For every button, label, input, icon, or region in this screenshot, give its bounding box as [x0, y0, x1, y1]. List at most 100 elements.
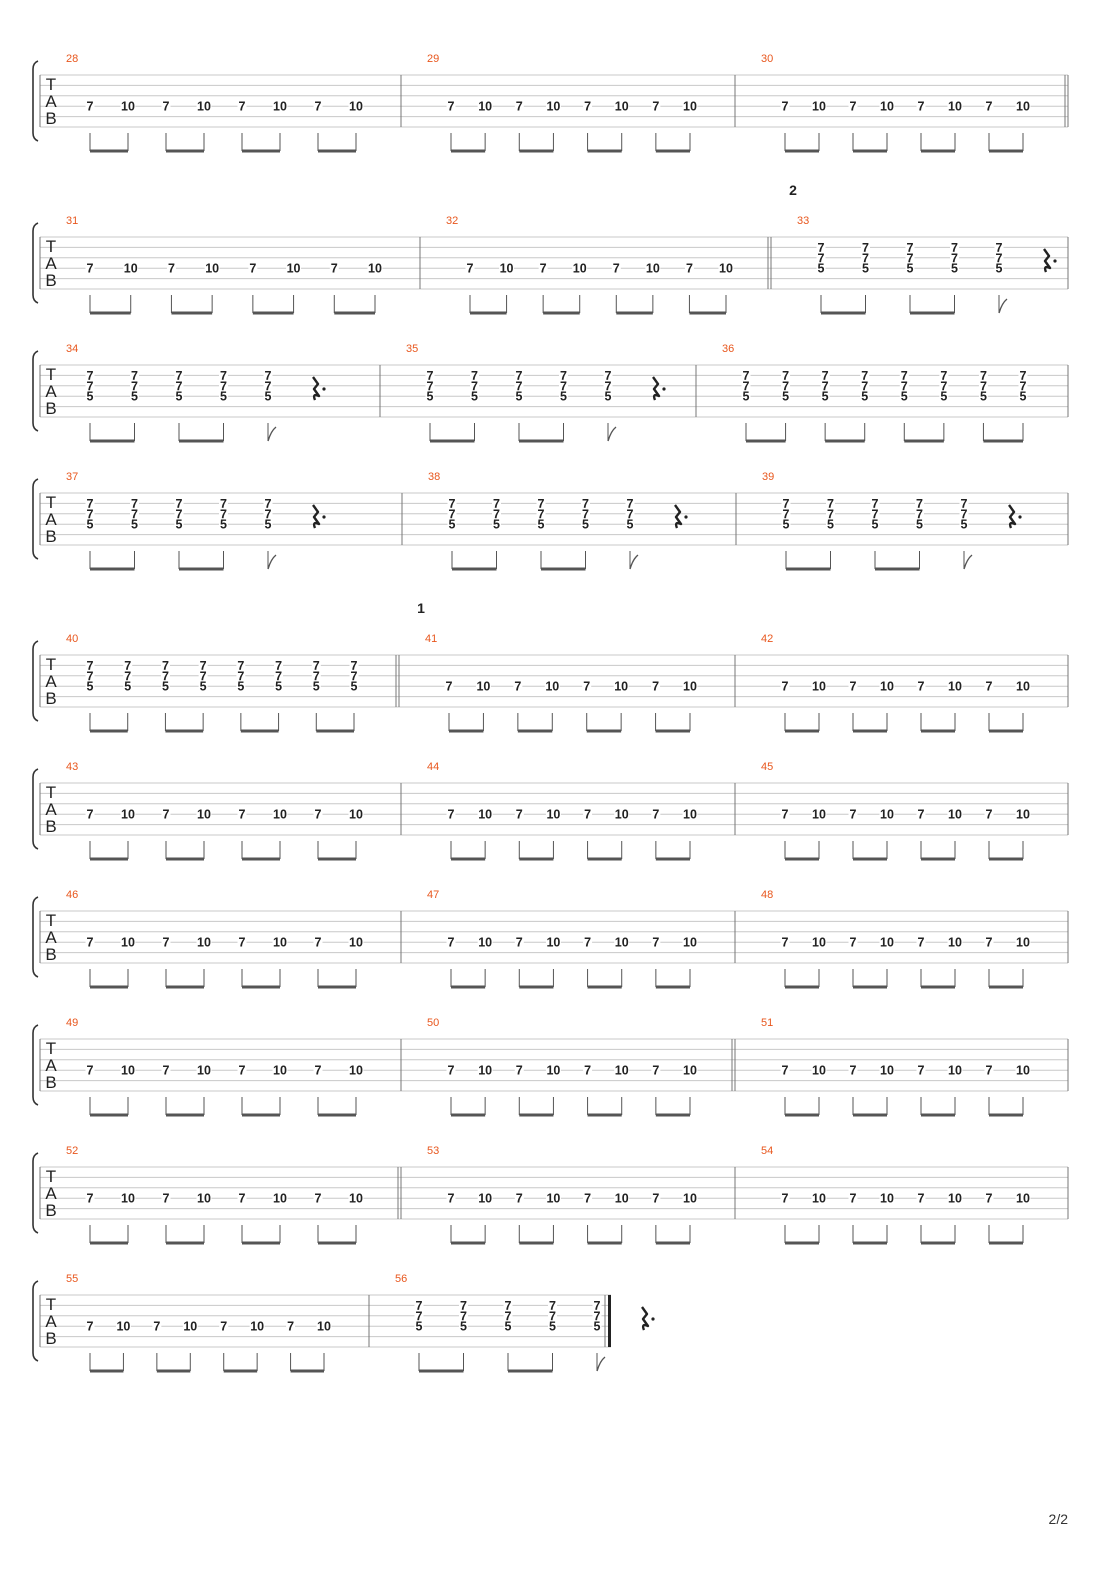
fret-knockout — [85, 936, 95, 949]
fret-number: 10 — [880, 680, 894, 694]
measure-number: 31 — [66, 215, 78, 227]
section-marker: 1 — [417, 600, 425, 616]
fret-number: 7 — [986, 100, 993, 114]
fret-knockout — [470, 369, 479, 382]
fret-knockout — [916, 100, 926, 113]
rest-dot — [1018, 515, 1022, 519]
fret-number: 7 — [516, 100, 523, 114]
tab-clef-letter: A — [45, 928, 57, 947]
measure-number: 54 — [761, 1145, 773, 1157]
fret-knockout — [85, 808, 95, 821]
tab-clef-letter: B — [45, 1329, 56, 1348]
fret-number: 7 — [613, 262, 620, 276]
fret-number: 5 — [980, 390, 987, 404]
fret-number: 5 — [783, 518, 790, 532]
fret-number: 10 — [1016, 100, 1030, 114]
fret-number: 10 — [197, 100, 211, 114]
fret-knockout — [123, 680, 133, 693]
fret-knockout — [916, 1192, 926, 1205]
fret-number: 7 — [627, 507, 634, 521]
fret-number: 7 — [594, 1299, 601, 1313]
fret-number: 5 — [743, 390, 750, 404]
fret-number: 7 — [315, 1192, 322, 1206]
fret-number: 7 — [652, 808, 659, 822]
fret-number: 7 — [315, 808, 322, 822]
fret-knockout — [816, 241, 826, 254]
fret-number: 7 — [448, 1192, 455, 1206]
fret-number: 10 — [546, 936, 560, 950]
fret-number: 7 — [782, 379, 789, 393]
fret-knockout — [425, 390, 435, 403]
fret-number: 10 — [287, 262, 301, 276]
fret-knockout — [120, 1064, 136, 1077]
fret-number: 7 — [220, 369, 227, 383]
fret-number: 7 — [627, 497, 634, 511]
fret-number: 7 — [782, 808, 789, 822]
fret-knockout — [85, 507, 95, 520]
fret-number: 7 — [549, 1299, 556, 1313]
fret-knockout — [781, 497, 791, 510]
fret-number: 7 — [850, 680, 857, 694]
fret-knockout — [860, 369, 870, 382]
fret-number: 7 — [850, 808, 857, 822]
measure-number: 40 — [66, 633, 78, 645]
fret-knockout — [447, 497, 457, 510]
fret-knockout — [161, 1064, 171, 1077]
fret-number: 5 — [220, 390, 227, 404]
fret-knockout — [994, 251, 1004, 264]
fret-number: 7 — [87, 1192, 94, 1206]
fret-knockout — [160, 659, 170, 672]
fret-number: 5 — [131, 390, 138, 404]
fret-knockout — [536, 518, 546, 531]
fret-number: 7 — [516, 808, 523, 822]
system-bracket — [32, 768, 39, 850]
fret-knockout — [196, 100, 212, 113]
fret-knockout — [85, 1064, 95, 1077]
section-marker: 2 — [789, 182, 797, 198]
fret-knockout — [85, 659, 95, 672]
fret-number: 5 — [87, 390, 94, 404]
fret-knockout — [447, 518, 457, 531]
tab-clef-letter: T — [46, 237, 56, 256]
fret-number: 10 — [250, 1320, 264, 1334]
measure-number: 52 — [66, 1145, 78, 1157]
measure-number: 42 — [761, 633, 773, 645]
fret-knockout — [682, 680, 698, 693]
fret-number: 7 — [918, 1192, 925, 1206]
tab-clef-letter: B — [45, 109, 56, 128]
measure-number: 47 — [427, 889, 439, 901]
fret-knockout — [848, 100, 858, 113]
fret-knockout — [684, 262, 694, 275]
fret-number: 5 — [818, 262, 825, 276]
fret-number: 5 — [176, 390, 183, 404]
fret-number: 5 — [124, 680, 131, 694]
fret-knockout — [939, 390, 949, 403]
fret-number: 10 — [1016, 936, 1030, 950]
fret-number: 7 — [239, 1064, 246, 1078]
fret-knockout — [311, 669, 321, 682]
fret-knockout — [984, 100, 994, 113]
fret-knockout — [446, 936, 456, 949]
fret-number: 7 — [652, 936, 659, 950]
fret-knockout — [548, 1320, 557, 1333]
fret-knockout — [536, 507, 546, 520]
fret-knockout — [196, 808, 212, 821]
note-flag — [607, 426, 617, 442]
fret-number: 7 — [782, 100, 789, 114]
quarter-rest — [1008, 504, 1017, 529]
fret-knockout — [425, 379, 435, 392]
fret-number: 10 — [615, 1064, 629, 1078]
fret-knockout — [947, 100, 963, 113]
fret-knockout — [899, 379, 909, 392]
fret-number: 5 — [162, 680, 169, 694]
fret-number: 7 — [163, 808, 170, 822]
fret-knockout — [559, 379, 568, 392]
fret-knockout — [905, 262, 915, 275]
fret-knockout — [781, 379, 791, 392]
fret-knockout — [130, 507, 139, 520]
fret-number: 7 — [427, 379, 434, 393]
fret-number: 10 — [615, 1192, 629, 1206]
fret-number: 5 — [627, 518, 634, 532]
fret-number: 7 — [918, 680, 925, 694]
fret-number: 7 — [940, 379, 947, 393]
